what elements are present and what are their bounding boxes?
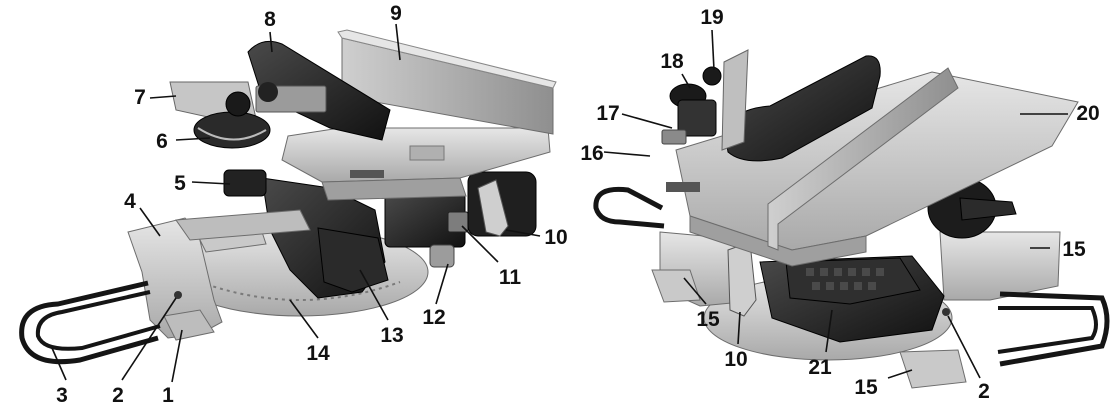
callout-labels: 1 2 3 4 5 6 7 8 9 10 11 12 13 14 15 15 1…	[56, 2, 1100, 405]
base-right-right-view	[939, 231, 1061, 301]
lock-knob	[429, 244, 455, 268]
base-foot-rv2	[899, 349, 967, 389]
worktable-rv-front	[689, 215, 867, 267]
worktable-front	[321, 177, 467, 201]
callout-15b: 15	[1062, 238, 1086, 261]
knob-body	[677, 99, 717, 137]
table-vent	[350, 170, 384, 178]
callout-20: 20	[1076, 102, 1099, 125]
callout-4: 4	[124, 190, 136, 213]
callout-leaders	[51, 23, 1068, 383]
riving-knife	[721, 49, 749, 151]
callout-21: 21	[808, 356, 832, 379]
callout-7: 7	[134, 86, 146, 109]
extension-bar-rv-right-2	[997, 306, 1098, 354]
extension-bar	[19, 280, 159, 365]
parallel-fence-rv	[767, 67, 959, 251]
callout-18: 18	[660, 50, 684, 73]
extension-bar-rv-left	[593, 186, 665, 229]
callout-15a: 15	[696, 308, 720, 331]
parallel-fence-top	[337, 29, 557, 89]
callout-12: 12	[422, 306, 445, 329]
base-screw	[174, 291, 182, 299]
base-screw-rv	[942, 308, 950, 316]
callout-3: 3	[56, 384, 68, 405]
table-vent-rv	[666, 182, 700, 192]
lock-handle-rv	[959, 197, 1017, 221]
clamp-knob	[258, 82, 278, 102]
mitre-knob	[225, 91, 251, 117]
callout-2: 2	[112, 384, 124, 405]
height-knob	[702, 66, 722, 86]
grip-pattern	[806, 268, 884, 290]
callout-14: 14	[306, 342, 330, 365]
extension-bar-rv-right	[999, 291, 1110, 367]
callout-5: 5	[174, 172, 186, 195]
callout-8: 8	[264, 8, 276, 31]
base-foot-rv1	[651, 269, 701, 303]
callout-10: 10	[544, 226, 567, 249]
callout-9: 9	[390, 2, 402, 25]
callout-1: 1	[162, 384, 174, 405]
callout-13: 13	[380, 324, 403, 347]
table-vent-2	[409, 145, 445, 161]
callout-10b: 10	[724, 348, 747, 371]
callout-19: 19	[700, 6, 723, 29]
extension-bar-inner	[35, 290, 161, 351]
callout-6: 6	[156, 130, 168, 153]
callout-15c: 15	[854, 376, 878, 399]
base-foot-left	[163, 309, 215, 341]
turntable-front	[175, 209, 311, 241]
soft-grip	[785, 257, 921, 305]
callout-16: 16	[580, 142, 603, 165]
guard-bracket	[661, 129, 687, 145]
lock-lever	[223, 169, 267, 197]
mitre-scale	[197, 127, 267, 141]
saw-left-view	[19, 29, 557, 365]
motor-grip	[317, 227, 389, 293]
callout-17: 17	[596, 102, 619, 125]
callout-11: 11	[499, 266, 522, 289]
callout-2b: 2	[978, 380, 990, 403]
mitre-gauge	[193, 111, 271, 149]
blade-guard-rv	[723, 55, 881, 162]
saw-right-view	[593, 49, 1110, 389]
table-handle-left	[477, 179, 509, 237]
